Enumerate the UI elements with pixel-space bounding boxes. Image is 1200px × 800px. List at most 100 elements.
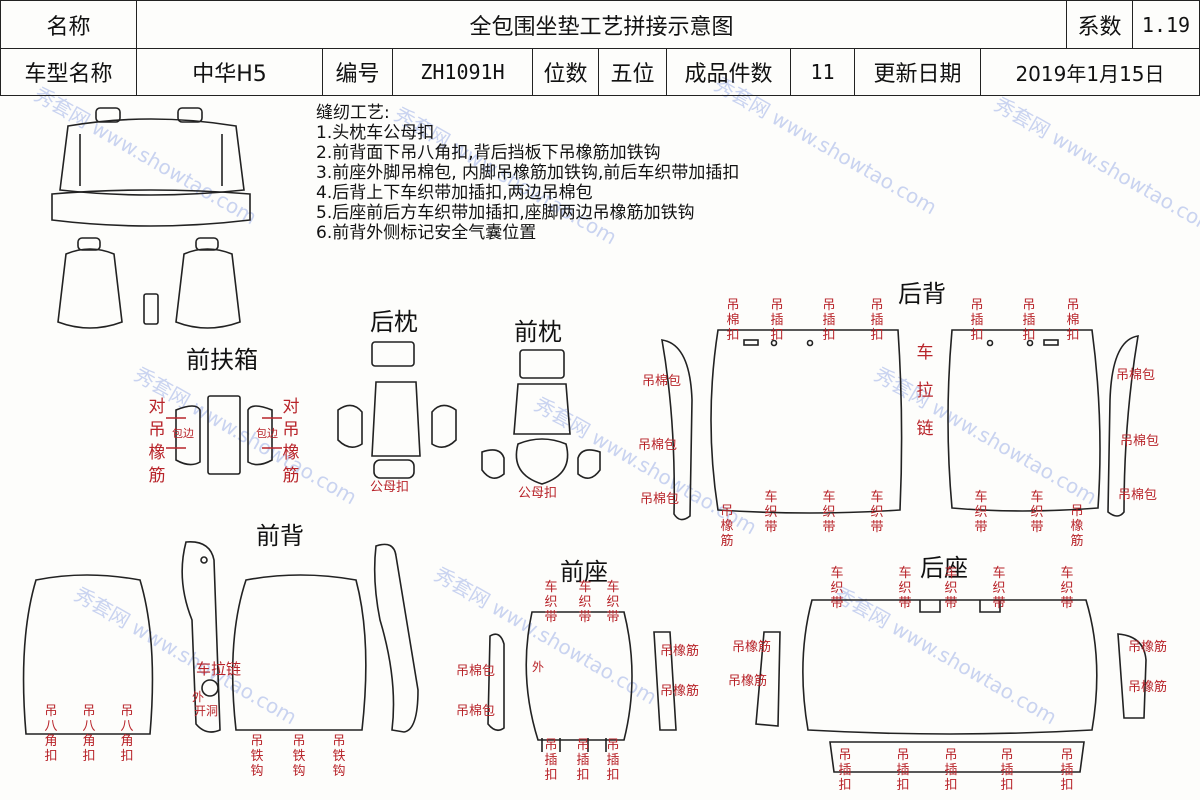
label-iron-hook: 吊铁钩 [250, 734, 264, 779]
label-edge-binding: 包边 [256, 427, 278, 440]
label-rear-back-hang: 吊棉扣 [1066, 298, 1080, 343]
label-zipper: 车拉链 [916, 343, 934, 439]
label-outer: 外 [532, 660, 545, 674]
label-webbing: 车织带 [1060, 566, 1074, 611]
label-hole: 开洞 [194, 704, 219, 718]
code-value: ZH1091H [393, 49, 533, 95]
label-cotton-bag: 吊棉包 [638, 438, 678, 453]
label-male-female-buckle: 公母扣 [518, 486, 558, 501]
front-back-pieces [22, 541, 419, 735]
label-octagon-buckle: 吊八角扣 [44, 704, 58, 764]
note-item: 1.头枕车公母扣 [316, 123, 435, 143]
label-front-armrest-left: 对吊橡筋 [148, 397, 166, 486]
label-rear-back-hang: 吊插扣 [870, 298, 884, 343]
title-rear-seat: 后座 [920, 554, 968, 582]
coef-label: 系数 [1067, 1, 1133, 49]
label-webbing: 车织带 [606, 580, 620, 625]
label-elastic: 吊橡筋 [1128, 680, 1168, 695]
title-front-back: 前背 [256, 522, 304, 550]
label-insert-buckle: 吊插扣 [896, 748, 910, 793]
note-item: 5.后座前后方车织带加插扣,座脚两边吊橡筋加铁钩 [316, 203, 695, 223]
label-webbing: 车织带 [944, 566, 958, 611]
model-label: 车型名称 [1, 49, 137, 95]
label-male-female-buckle: 公母扣 [370, 480, 410, 495]
label-webbing: 车织带 [578, 580, 592, 625]
rear-headrest-pieces [337, 341, 457, 479]
label-rear-back-hang: 吊棉扣 [726, 298, 740, 343]
label-elastic: 吊橡筋 [720, 504, 734, 549]
header-table: 名称 全包围坐垫工艺拼接示意图 系数 1.19 车型名称 中华H5 编号 ZH1… [0, 0, 1200, 96]
label-iron-hook: 吊铁钩 [292, 734, 306, 779]
label-cotton-bag: 吊棉包 [642, 374, 682, 389]
thumbnail-rear-seat [51, 107, 251, 227]
note-item: 6.前背外侧标记安全气囊位置 [316, 223, 537, 243]
seats-label: 位数 [533, 49, 599, 95]
label-zipper: 车拉链 [196, 660, 242, 678]
thumbnail-front-seats [57, 237, 241, 329]
label-cotton-bag: 吊棉包 [456, 704, 496, 719]
label-cotton-bag: 吊棉包 [456, 664, 496, 679]
label-rear-back-hang: 吊插扣 [1022, 298, 1036, 343]
label-cotton-bag: 吊棉包 [1118, 488, 1158, 503]
code-label: 编号 [323, 49, 393, 95]
label-webbing: 车织带 [1030, 490, 1044, 535]
label-cotton-bag: 吊棉包 [1120, 434, 1160, 449]
rear-back-pieces [661, 329, 1139, 521]
label-cotton-bag: 吊棉包 [1116, 368, 1156, 383]
label-webbing: 车织带 [830, 566, 844, 611]
title-front-seat: 前座 [560, 558, 608, 586]
title-front-armrest: 前扶箱 [186, 346, 258, 374]
label-insert-buckle: 吊插扣 [606, 738, 620, 783]
rear-seat-pieces [755, 599, 1147, 773]
label-elastic: 吊橡筋 [1070, 504, 1084, 549]
front-seat-pieces [487, 611, 677, 752]
label-insert-buckle: 吊插扣 [576, 738, 590, 783]
pieces-value: 11 [791, 49, 855, 95]
diagram-title: 全包围坐垫工艺拼接示意图 [137, 1, 1067, 49]
label-rear-back-hang: 吊插扣 [770, 298, 784, 343]
label-insert-buckle: 吊插扣 [544, 738, 558, 783]
label-insert-buckle: 吊插扣 [838, 748, 852, 793]
label-insert-buckle: 吊插扣 [1000, 748, 1014, 793]
label-webbing: 车织带 [822, 490, 836, 535]
name-label: 名称 [1, 1, 137, 49]
label-octagon-buckle: 吊八角扣 [82, 704, 96, 764]
label-front-armrest-right: 对吊橡筋 [282, 397, 300, 486]
note-item: 2.前背面下吊八角扣,背后挡板下吊橡筋加铁钩 [316, 143, 661, 163]
label-webbing: 车织带 [992, 566, 1006, 611]
label-webbing: 车织带 [898, 566, 912, 611]
update-label: 更新日期 [855, 49, 981, 95]
sewing-notes: 缝纫工艺: 1.头枕车公母扣 2.前背面下吊八角扣,背后挡板下吊橡筋加铁钩 3.… [316, 103, 916, 243]
note-item: 4.后背上下车织带加插扣,两边吊棉包 [316, 183, 593, 203]
label-insert-buckle: 吊插扣 [944, 748, 958, 793]
label-webbing: 车织带 [870, 490, 884, 535]
update-value: 2019年1月15日 [1015, 61, 1165, 86]
front-headrest-pieces [481, 349, 601, 485]
label-elastic: 吊橡筋 [728, 674, 768, 689]
seats-value: 五位 [599, 49, 667, 95]
coef-value: 1.19 [1133, 1, 1199, 49]
label-webbing: 车织带 [974, 490, 988, 535]
notes-heading: 缝纫工艺: [316, 103, 390, 123]
label-rear-back-hang: 吊插扣 [822, 298, 836, 343]
label-rear-back-hang: 吊插扣 [970, 298, 984, 343]
label-webbing: 车织带 [764, 490, 778, 535]
label-iron-hook: 吊铁钩 [332, 734, 346, 779]
label-cotton-bag: 吊棉包 [640, 492, 680, 507]
label-outer: 外 [192, 690, 205, 704]
pieces-label: 成品件数 [667, 49, 791, 95]
title-rear-headrest: 后枕 [370, 308, 418, 336]
label-insert-buckle: 吊插扣 [1060, 748, 1074, 793]
note-item: 3.前座外脚吊棉包, 内脚吊橡筋加铁钩,前后车织带加插扣 [316, 163, 740, 183]
title-rear-back: 后背 [898, 280, 946, 308]
label-elastic: 吊橡筋 [732, 640, 772, 655]
label-elastic: 吊橡筋 [1128, 640, 1168, 655]
label-elastic: 吊橡筋 [660, 644, 700, 659]
model-value: 中华H5 [137, 49, 323, 95]
label-webbing: 车织带 [544, 580, 558, 625]
title-front-headrest: 前枕 [514, 318, 562, 346]
label-edge-binding: 包边 [172, 427, 194, 440]
label-elastic: 吊橡筋 [660, 684, 700, 699]
